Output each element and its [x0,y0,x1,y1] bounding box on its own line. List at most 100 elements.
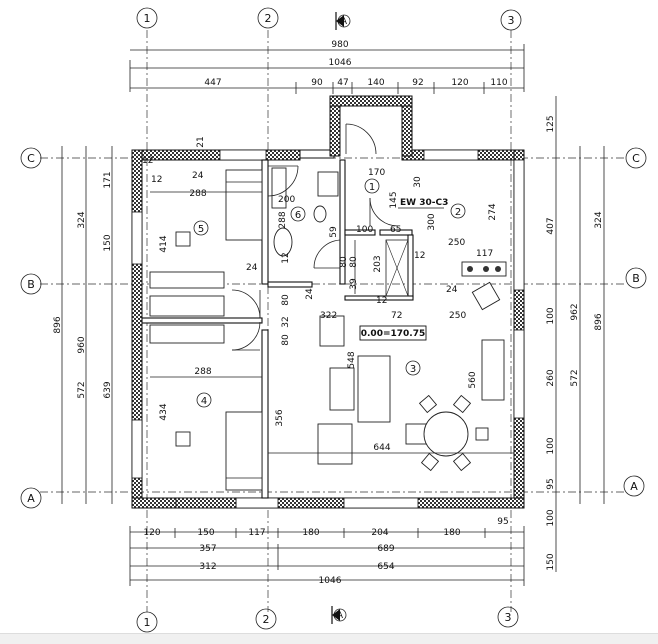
svg-text:80: 80 [281,294,291,306]
svg-text:12: 12 [142,156,153,166]
svg-text:59: 59 [329,226,339,238]
svg-text:100: 100 [546,509,556,526]
svg-text:A: A [337,611,344,621]
svg-text:204: 204 [371,528,388,538]
svg-text:896: 896 [594,313,604,330]
svg-text:1046: 1046 [329,58,352,68]
svg-text:A: A [341,17,348,27]
svg-text:324: 324 [77,211,87,228]
svg-text:24: 24 [246,263,258,273]
door-swings [231,123,399,351]
svg-text:0.00=170.75: 0.00=170.75 [361,329,425,339]
furniture [149,167,507,491]
svg-text:21: 21 [196,136,206,147]
axis-bubble-2-top: 2 [257,7,279,29]
svg-text:A: A [630,480,638,493]
svg-text:12: 12 [414,251,425,261]
svg-text:80: 80 [281,334,291,346]
svg-text:120: 120 [451,78,468,88]
svg-text:90: 90 [311,78,323,88]
svg-text:288: 288 [278,211,288,228]
svg-text:12: 12 [376,296,387,306]
svg-text:140: 140 [367,78,384,88]
svg-text:12: 12 [281,252,291,263]
svg-text:300: 300 [427,213,437,230]
svg-text:639: 639 [103,381,113,398]
svg-text:689: 689 [377,544,394,554]
svg-text:80: 80 [349,256,359,268]
svg-text:3: 3 [505,611,512,624]
level-annotation: 0.00=170.75 [359,325,427,341]
svg-text:150: 150 [546,553,556,570]
svg-text:100: 100 [356,225,373,235]
svg-text:4: 4 [201,396,207,407]
ew-annotation: EW 30-C3 [398,198,448,209]
svg-text:654: 654 [377,562,394,572]
svg-text:322: 322 [320,311,337,321]
svg-text:260: 260 [546,369,556,386]
svg-text:447: 447 [204,78,221,88]
svg-text:6: 6 [295,210,301,221]
svg-text:414: 414 [159,235,169,252]
axis-bubble-1-top: 1 [136,7,158,29]
svg-text:274: 274 [488,203,498,220]
svg-text:203: 203 [373,255,383,272]
svg-text:560: 560 [468,371,478,388]
svg-text:1046: 1046 [319,576,342,586]
axis-bubble-b-left: B [20,273,42,295]
svg-text:EW 30-C3: EW 30-C3 [400,198,448,208]
svg-text:288: 288 [189,189,206,199]
room-4-label: 4 [196,392,212,408]
svg-text:47: 47 [337,78,348,88]
top-dimension-chains: 980 1046 447 90 47 140 92 120 110 [129,40,525,94]
svg-text:A: A [27,492,35,505]
svg-text:92: 92 [412,78,423,88]
axis-bubble-a-left: A [20,487,42,509]
svg-text:95: 95 [497,517,508,527]
svg-text:100: 100 [546,437,556,454]
svg-text:C: C [27,152,35,165]
svg-text:2: 2 [455,207,461,218]
room-2-label: 2 [450,203,466,219]
svg-text:24: 24 [192,171,204,181]
svg-text:95: 95 [546,478,556,489]
svg-text:12: 12 [151,175,162,185]
room-1-label: 1 [364,178,380,194]
svg-text:356: 356 [275,409,285,426]
bottom-dimension-chains: 120 150 117 180 204 180 95 357 689 312 6… [129,517,525,586]
right-dimension-chains: 125 407 100 260 100 95 100 150 962 572 3… [546,96,605,572]
svg-text:39: 39 [349,278,359,290]
svg-text:962: 962 [570,303,580,320]
svg-text:644: 644 [373,443,390,453]
exterior-walls [131,95,525,509]
svg-text:1: 1 [144,616,151,629]
svg-text:3: 3 [508,14,515,27]
svg-text:200: 200 [278,195,295,205]
bottom-scroll-strip [0,633,658,644]
room-6-label: 6 [290,206,306,222]
svg-text:B: B [27,278,35,291]
svg-text:180: 180 [443,528,460,538]
svg-text:434: 434 [159,403,169,420]
svg-text:120: 120 [143,528,160,538]
svg-text:B: B [632,272,640,285]
svg-text:2: 2 [265,12,272,25]
svg-text:150: 150 [197,528,214,538]
section-marker-top-icon: A [335,12,351,30]
svg-text:2: 2 [263,613,270,626]
room-3-label: 3 [405,360,421,376]
svg-text:72: 72 [391,311,402,321]
svg-text:250: 250 [449,311,466,321]
svg-text:896: 896 [53,316,63,333]
svg-text:180: 180 [302,528,319,538]
svg-text:24: 24 [305,288,315,300]
svg-text:288: 288 [194,367,211,377]
svg-text:30: 30 [413,176,423,188]
axis-bubble-c-left: C [20,147,42,169]
svg-text:171: 171 [103,171,113,188]
inner-dimensions: 12 24 288 414 24 200 288 170 145 100 65 … [142,156,514,454]
svg-text:312: 312 [199,562,216,572]
room-labels: 1 2 3 4 5 6 [193,178,466,408]
axis-bubble-b-right: B [625,267,647,289]
